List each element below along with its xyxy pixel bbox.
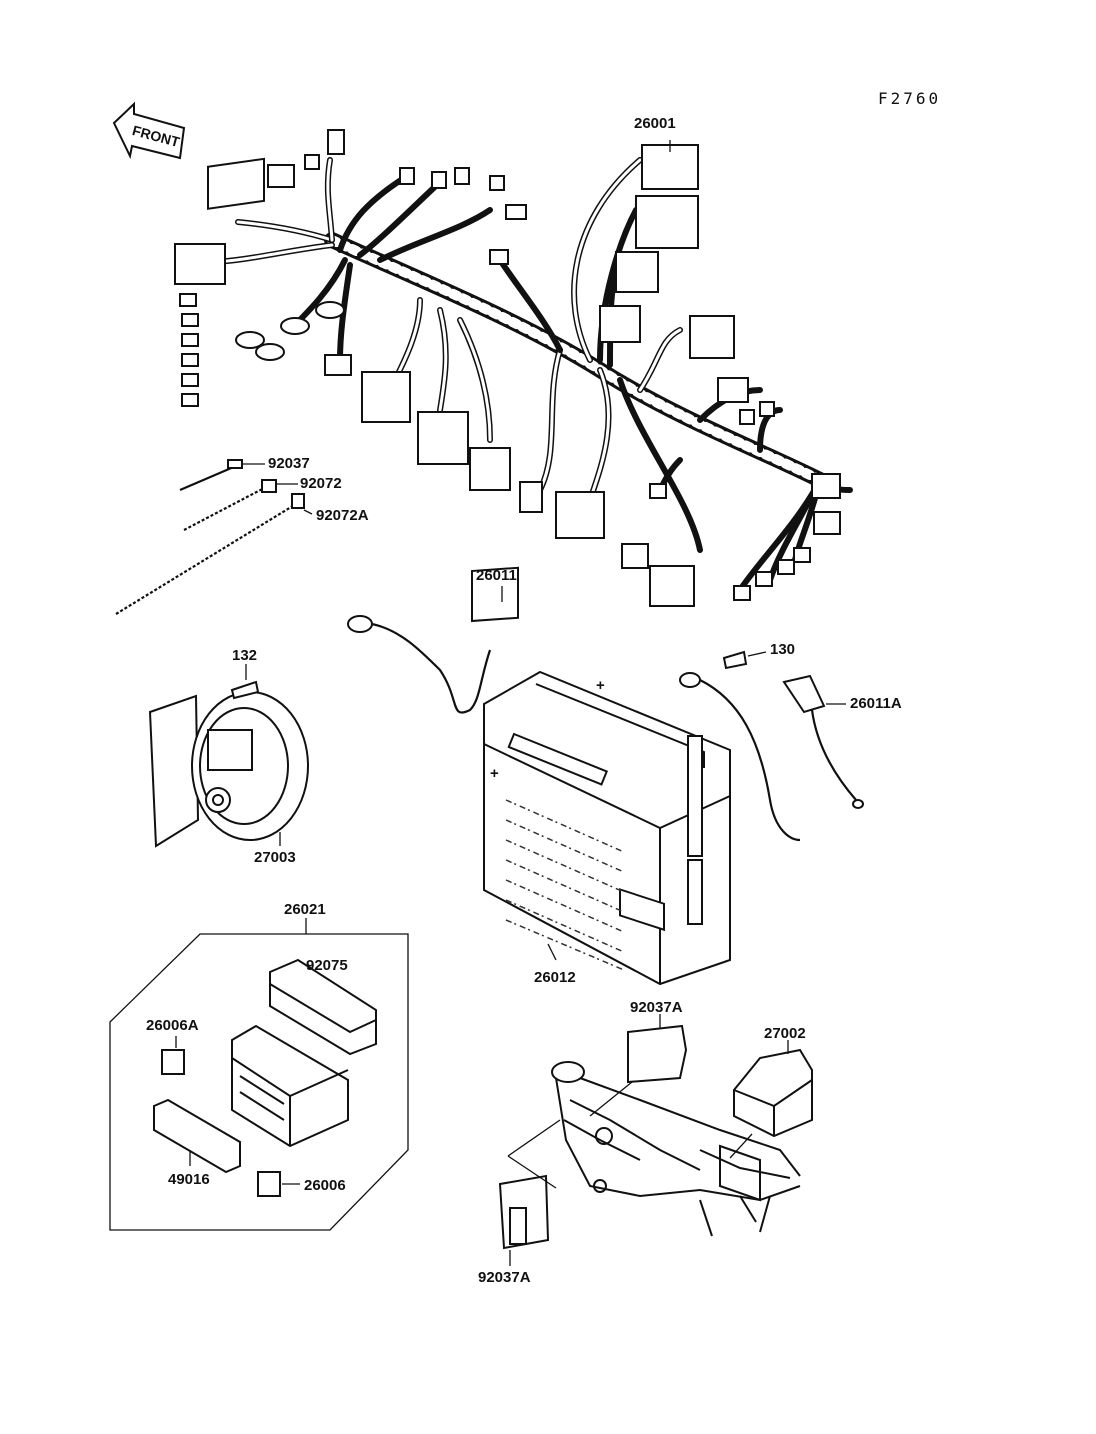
bolt-132 xyxy=(230,680,260,700)
label-junction-box: 26021 xyxy=(284,901,326,918)
leader-relay-to-frame xyxy=(729,1133,753,1159)
ground-lead xyxy=(347,566,519,714)
leader-rubber-bottom-to-frame xyxy=(507,1119,561,1189)
junction-box-group-frame xyxy=(109,933,409,1231)
battery: + + xyxy=(483,670,731,986)
label-ground-lead: 26011 xyxy=(476,567,517,584)
label-band-short: 92072 xyxy=(300,475,342,492)
leader-battery xyxy=(547,943,557,961)
label-holder-pad: 92075 xyxy=(306,957,348,974)
label-fuse-bracket: 49016 xyxy=(168,1171,210,1188)
front-arrow-icon: FRONT xyxy=(112,101,186,160)
wiring-harness xyxy=(212,157,853,593)
frame-section xyxy=(551,1061,801,1237)
rubber-top xyxy=(627,1024,688,1084)
battery-lead xyxy=(679,672,864,842)
leader-bolt-130 xyxy=(747,651,767,657)
figure-code: F2760 xyxy=(878,89,941,108)
label-rubber-bottom: 92037A xyxy=(478,1269,531,1286)
band-parts xyxy=(115,459,305,615)
leader-rubber-top-to-frame xyxy=(589,1081,633,1117)
holder-pad xyxy=(269,958,377,1056)
label-relay: 27002 xyxy=(764,1025,806,1042)
fuse xyxy=(257,1171,281,1197)
relay xyxy=(733,1048,813,1138)
junction-box xyxy=(231,1024,349,1148)
label-band-long: 92072A xyxy=(316,507,369,524)
svg-text:+: + xyxy=(490,765,499,782)
harness-connectors xyxy=(174,129,841,607)
label-bolt-130: 130 xyxy=(770,641,795,658)
label-bolt-132: 132 xyxy=(232,647,257,664)
horn xyxy=(148,691,309,848)
label-harness: 26001 xyxy=(634,115,676,132)
leader-band-long xyxy=(303,509,313,515)
label-fuse-small: 26006A xyxy=(146,1017,199,1034)
label-battery: 26012 xyxy=(534,969,576,986)
label-strap: 92037 xyxy=(268,455,310,472)
label-fuse: 26006 xyxy=(304,1177,346,1194)
bolt-130 xyxy=(722,650,748,670)
svg-text:+: + xyxy=(596,677,605,694)
fuse-small xyxy=(161,1049,185,1075)
label-battery-lead: 26011A xyxy=(850,695,902,712)
fuse-bracket xyxy=(153,1098,241,1174)
label-rubber-top: 92037A xyxy=(630,999,683,1016)
label-horn: 27003 xyxy=(254,849,296,866)
rubber-bottom xyxy=(498,1174,550,1250)
